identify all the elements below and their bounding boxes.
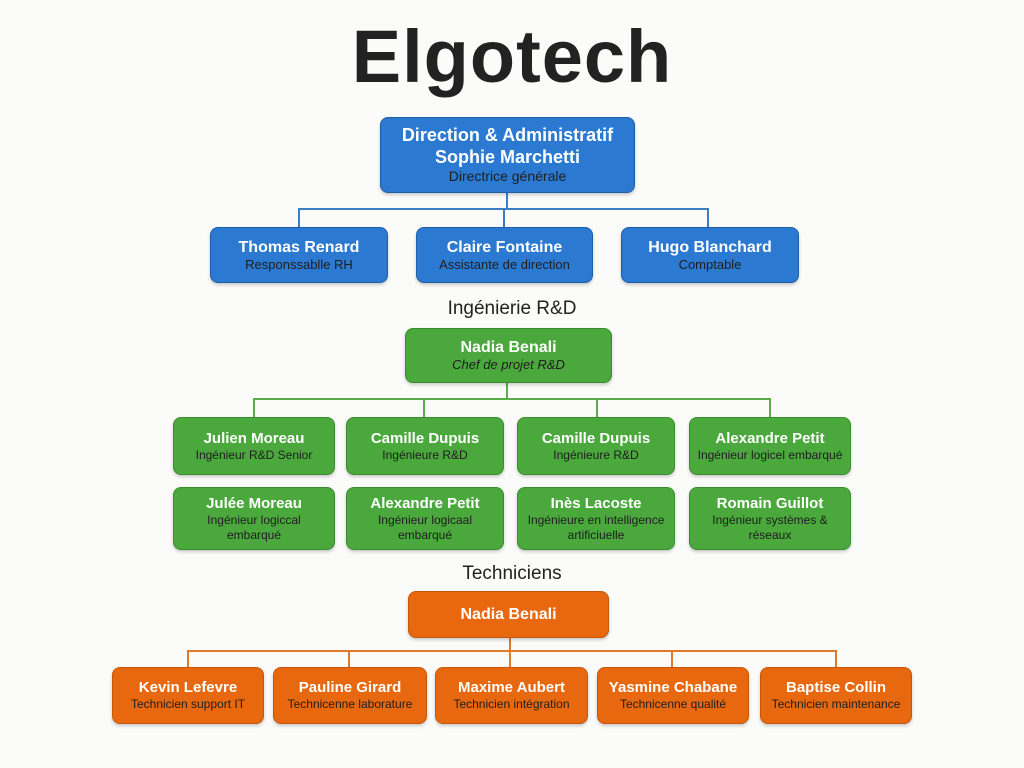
person-role: Ingénieur logicel embarqué [697, 447, 843, 462]
section-label-tech: Techniciens [462, 563, 562, 584]
connector [671, 650, 673, 667]
person-name: Julien Moreau [203, 429, 305, 447]
person-role: Directrice générale [448, 168, 567, 185]
dept-name: Direction & Administratif [401, 125, 614, 145]
person-role: Ingénieur logicaal embarqué [377, 513, 473, 542]
person-role: Technicenne qualité [619, 697, 727, 712]
direction-head-box[interactable]: Direction & Administratif Sophie Marchet… [380, 117, 635, 193]
person-name: Julée Moreau [206, 495, 302, 513]
connector [509, 650, 511, 667]
connector [298, 208, 300, 227]
company-title: Elgotech [351, 15, 673, 98]
person-role: Ingénieur systèmes & réseaux [712, 513, 828, 542]
person-name: Nadia Benali [460, 605, 557, 623]
person-name: Alexandre Petit [370, 495, 480, 513]
person-role: Responssablle RH [245, 256, 353, 272]
connector [769, 398, 771, 417]
person-name: Yasmine Chabane [608, 679, 738, 697]
person-name: Nadia Benali [460, 339, 557, 357]
person-role: Assistante de direction [439, 256, 570, 272]
connector [187, 650, 837, 652]
person-name: Pauline Girard [298, 679, 402, 697]
person-role: Chef de projet R&D [452, 357, 565, 373]
person-name: Alexandre Petit [715, 429, 825, 447]
person-role: Technicien support IT [130, 697, 246, 712]
person-role: Ingénieur logiccal embarqué [207, 513, 301, 542]
person-role: Ingénieur R&D Senior [195, 447, 313, 462]
person-name: Sophie Marchetti [434, 146, 581, 167]
person-role: Technicien intégration [453, 697, 570, 712]
connector [253, 398, 771, 400]
person-role: Ingénieure R&D [382, 447, 468, 462]
person-name: Thomas Renard [238, 238, 360, 256]
person-role: Comptable [678, 256, 742, 272]
connector [253, 398, 255, 417]
person-name: Kevin Lefevre [138, 679, 238, 697]
connector [506, 381, 508, 399]
person-role: Technicien maintenance [771, 697, 901, 712]
connector [423, 398, 425, 417]
person-name: Camille Dupuis [541, 429, 651, 447]
person-role: Technicenne laborature [287, 697, 413, 712]
person-name: Maxime Aubert [458, 679, 565, 697]
connector [835, 650, 837, 667]
person-name: Camille Dupuis [370, 429, 480, 447]
person-name: Hugo Blanchard [648, 238, 772, 256]
connector [707, 208, 709, 227]
connector [187, 650, 189, 667]
person-name: Romain Guillot [716, 495, 824, 513]
tech-head-box[interactable]: Nadia Benali [408, 591, 609, 638]
connector [348, 650, 350, 667]
person-name: Inès Lacoste [550, 495, 642, 513]
section-label-rd: Ingénierie R&D [447, 298, 577, 319]
person-role: Ingénieure en intelligence artificiuelle [527, 513, 665, 542]
connector [596, 398, 598, 417]
person-name: Baptise Collin [785, 679, 886, 697]
person-role: Ingénieure R&D [553, 447, 639, 462]
connector [509, 636, 511, 651]
connector [506, 191, 508, 209]
person-name: Claire Fontaine [446, 238, 563, 256]
connector [503, 208, 505, 227]
